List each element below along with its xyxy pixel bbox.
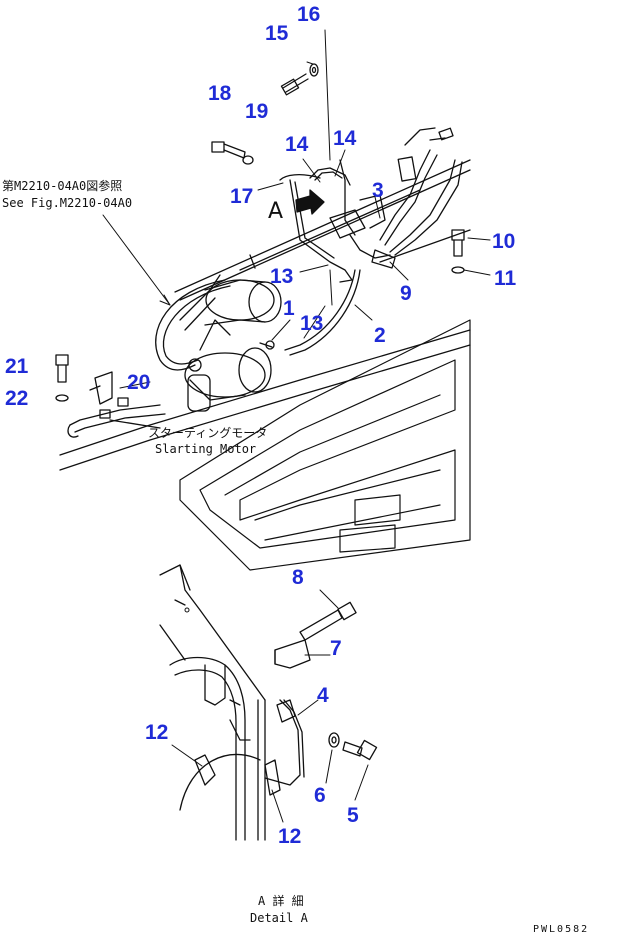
detail-a-drawing bbox=[159, 564, 311, 841]
callout-8: 8 bbox=[292, 566, 304, 589]
callout-7: 7 bbox=[330, 637, 342, 660]
washer-6 bbox=[328, 732, 340, 748]
motor-label-jp: スターティングモータ bbox=[148, 426, 268, 440]
detail-title-jp: A 詳 細 bbox=[258, 894, 304, 908]
callout-6: 6 bbox=[314, 784, 326, 807]
callout-2: 2 bbox=[374, 324, 386, 347]
callout-12-left: 12 bbox=[145, 721, 169, 744]
callout-10: 10 bbox=[492, 230, 516, 253]
bolt-15 bbox=[280, 73, 309, 96]
bolt-8 bbox=[299, 601, 357, 641]
bolt-10 bbox=[451, 229, 465, 257]
main-harness bbox=[279, 127, 463, 356]
callout-11: 11 bbox=[494, 267, 517, 290]
callout-15: 15 bbox=[265, 22, 289, 45]
callout-21: 21 bbox=[5, 355, 29, 378]
arrow-marker bbox=[295, 189, 325, 215]
lower-cable bbox=[67, 404, 166, 438]
callout-4: 4 bbox=[317, 684, 329, 707]
callout-14-right: 14 bbox=[333, 127, 357, 150]
callout-12-bottom: 12 bbox=[278, 825, 302, 848]
detail-leader-lines bbox=[171, 589, 369, 823]
callout-9: 9 bbox=[400, 282, 412, 305]
washer-22 bbox=[55, 394, 69, 402]
drawing-code: PWL0582 bbox=[533, 924, 590, 935]
motor-label-en: Slarting Motor bbox=[155, 442, 257, 456]
callout-3: 3 bbox=[372, 179, 384, 202]
reference-note-en: See Fig.M2210-04A0 bbox=[2, 196, 133, 210]
callout-19: 19 bbox=[245, 100, 269, 123]
view-letter-a: A bbox=[268, 199, 284, 224]
callout-13-lower: 13 bbox=[300, 312, 324, 335]
bolt-18 bbox=[211, 141, 246, 159]
detail-title-en: Detail A bbox=[250, 911, 308, 925]
callout-14-left: 14 bbox=[285, 133, 309, 156]
leader-lines bbox=[102, 29, 491, 389]
bolt-5 bbox=[342, 739, 378, 761]
washer-16 bbox=[309, 63, 319, 77]
harness-loop bbox=[155, 274, 231, 371]
callout-22: 22 bbox=[5, 387, 29, 410]
callout-13-upper: 13 bbox=[270, 265, 294, 288]
frame-outline bbox=[59, 159, 471, 471]
starting-motor bbox=[184, 279, 282, 412]
bolt-21 bbox=[55, 354, 69, 383]
washer-19 bbox=[242, 155, 254, 165]
frame-chevron bbox=[179, 319, 471, 571]
callout-17: 17 bbox=[230, 185, 254, 208]
callout-18: 18 bbox=[208, 82, 232, 105]
clamp-20 bbox=[89, 371, 129, 419]
callout-1: 1 bbox=[283, 297, 295, 320]
callout-5: 5 bbox=[347, 804, 359, 827]
reference-note-jp: 第M2210-04A0図参照 bbox=[2, 179, 123, 193]
callout-16: 16 bbox=[297, 3, 321, 26]
washer-11 bbox=[451, 266, 465, 274]
callout-20: 20 bbox=[127, 371, 151, 394]
